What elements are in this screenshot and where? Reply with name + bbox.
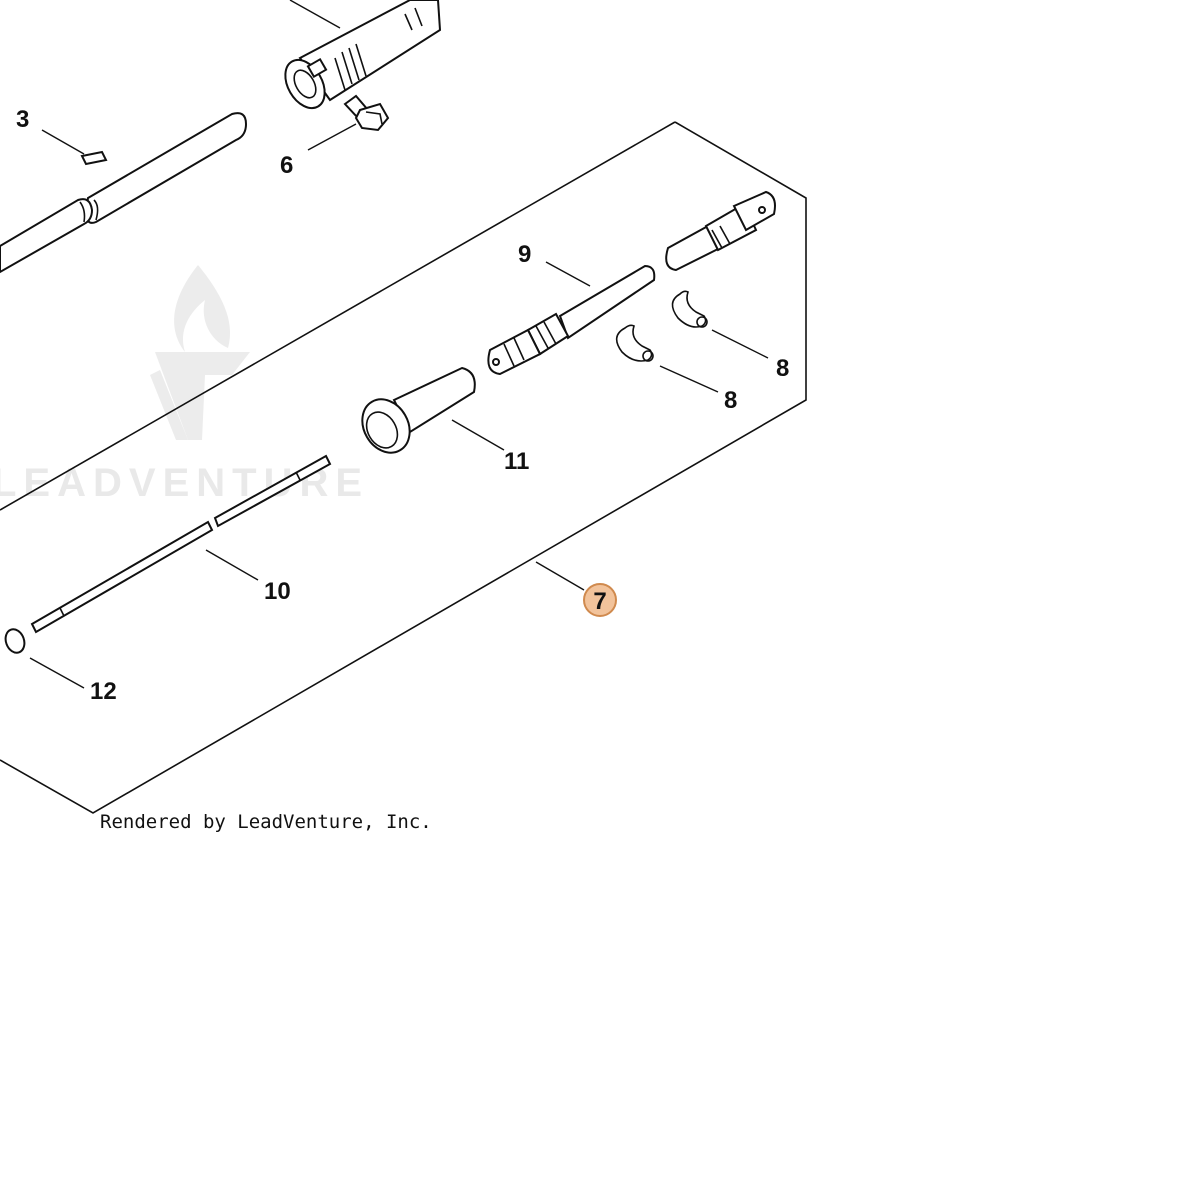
callout-6: 6: [280, 152, 293, 179]
leader-lines: [29, 0, 769, 689]
part-11-boot: [361, 366, 476, 454]
render-credit: Rendered by LeadVenture, Inc.: [100, 811, 432, 833]
kit-outline-box: [0, 121, 807, 814]
part-coupler: [665, 190, 776, 272]
part-3-key: [80, 150, 108, 166]
part-8-clip-upper: [671, 290, 708, 328]
part-housing-tube: [284, 0, 442, 110]
callout-7-highlight-badge[interactable]: [583, 583, 617, 617]
part-10-flex-shaft: [30, 454, 332, 634]
part-9-shaft-assembly: [487, 264, 656, 376]
part-3-shaft: [0, 112, 248, 274]
flame-v-logo-icon: [150, 265, 250, 440]
callout-10: 10: [264, 578, 291, 605]
kit-outline-top-edge: [0, 121, 676, 511]
callout-8-lower: 8: [724, 387, 737, 414]
callout-8-upper: 8: [776, 355, 789, 382]
part-8-clip-lower: [615, 324, 654, 362]
callout-7-highlighted[interactable]: 7: [583, 583, 617, 617]
watermark: LEADVENTURE: [0, 265, 369, 505]
callout-11: 11: [504, 448, 529, 475]
callout-7[interactable]: 7: [593, 588, 606, 615]
callout-9: 9: [518, 241, 531, 268]
part-12-o-ring: [4, 628, 26, 654]
watermark-text: LEADVENTURE: [0, 461, 369, 505]
callout-12: 12: [90, 678, 117, 705]
part-6-bolt: [343, 94, 390, 132]
callout-3: 3: [16, 106, 29, 133]
